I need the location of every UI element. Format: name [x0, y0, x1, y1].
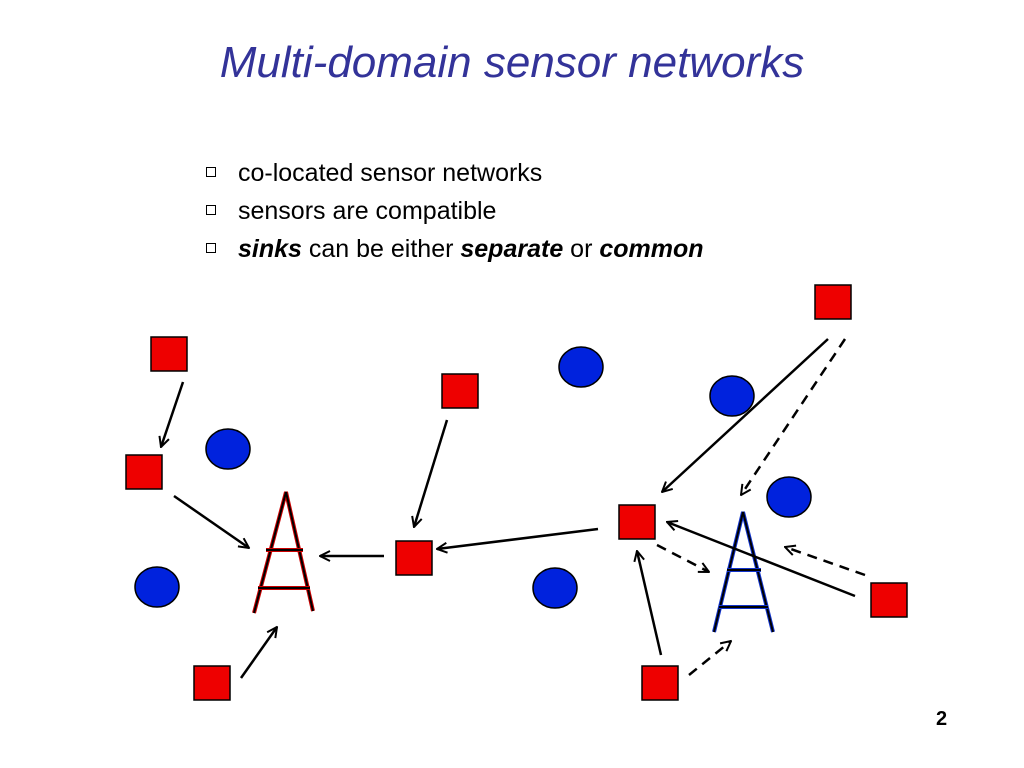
arrow — [414, 419, 449, 527]
red-square-sensor-icon — [395, 540, 433, 576]
bullet-emphasis-sinks: sinks — [238, 235, 302, 263]
slide-title: Multi-domain sensor networks — [219, 38, 805, 87]
arrow — [173, 494, 249, 548]
arrow — [161, 381, 185, 447]
solid-arrows — [161, 338, 856, 679]
bullet-text: co-located sensor networks — [238, 159, 543, 187]
circle-sensors — [134, 346, 812, 609]
red-square-sensor-icon — [125, 454, 163, 490]
bullet-item: sensors are compatible — [206, 194, 704, 232]
dashed-arrow — [688, 641, 731, 676]
bullet-text: sensors are compatible — [238, 197, 497, 225]
dashed-arrow — [656, 543, 709, 574]
dashed-arrows — [656, 338, 866, 676]
blue-circle-sensor-icon — [766, 476, 812, 518]
arrow — [437, 527, 599, 549]
bullet-text: or — [563, 235, 600, 263]
blue-circle-sensor-icon — [532, 567, 578, 609]
slide-number: 2 — [936, 708, 948, 730]
red-square-sensor-icon — [870, 582, 908, 618]
bullet-item: co-located sensor networks — [206, 156, 704, 194]
dashed-arrow — [741, 338, 847, 495]
red-square-sensor-icon — [814, 284, 852, 320]
red-square-sensor-icon — [193, 665, 231, 701]
red-square-sensor-icon — [441, 373, 479, 409]
red-square-sensor-icon — [618, 504, 656, 540]
bullet-list: co-located sensor networks sensors are c… — [206, 156, 704, 270]
arrow — [637, 551, 663, 656]
bullet-emphasis-common: common — [599, 235, 704, 263]
sink-tower-icon — [252, 491, 315, 614]
square-sensors — [125, 284, 908, 701]
checkbox-bullet-icon — [206, 243, 216, 253]
red-square-sensor-icon — [150, 336, 188, 372]
blue-circle-sensor-icon — [205, 428, 251, 470]
checkbox-bullet-icon — [206, 167, 216, 177]
checkbox-bullet-icon — [206, 205, 216, 215]
red-square-sensor-icon — [641, 665, 679, 701]
dashed-arrow — [785, 547, 866, 577]
bullet-emphasis-separate: separate — [460, 235, 564, 263]
arrow — [662, 338, 829, 492]
blue-circle-sensor-icon — [134, 566, 180, 608]
blue-circle-sensor-icon — [558, 346, 604, 388]
blue-circle-sensor-icon — [709, 375, 755, 417]
arrow — [239, 627, 277, 679]
sink-tower-icon — [712, 511, 775, 633]
bullet-item: sinks can be either separate or common — [206, 232, 704, 270]
arrow — [667, 522, 856, 598]
bullet-text: can be either — [301, 235, 461, 263]
